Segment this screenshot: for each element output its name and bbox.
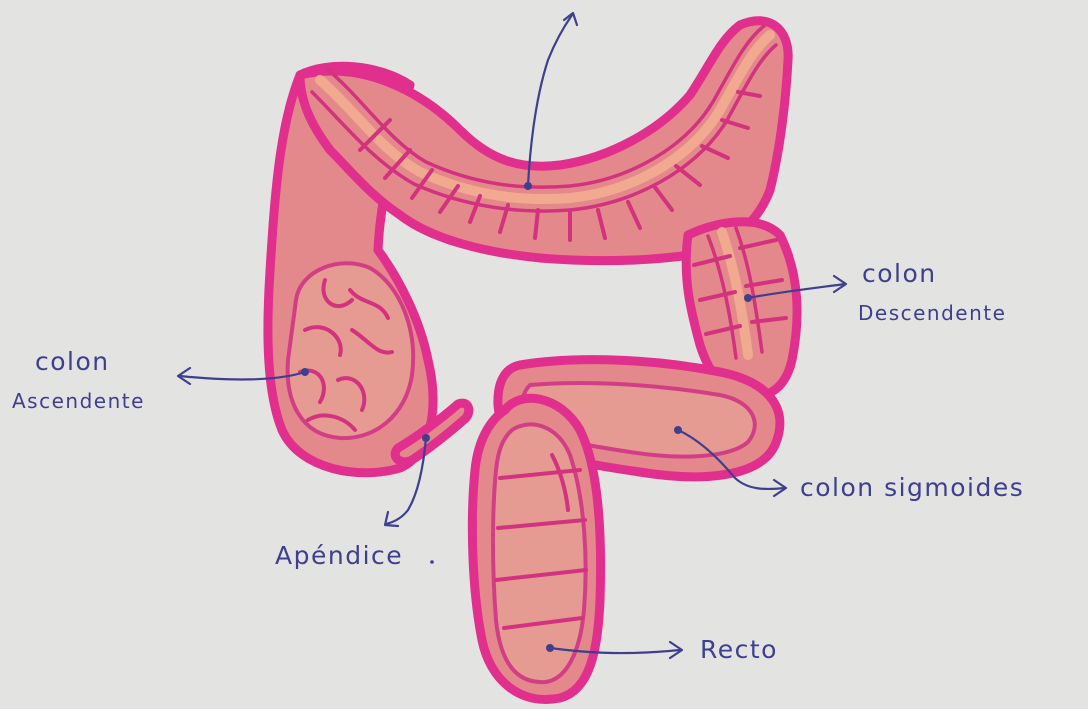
descending-label-1: colon (862, 259, 937, 288)
rectum-label: Recto (700, 635, 778, 664)
ascending-label-1: colon (35, 347, 110, 376)
ascending-label-2: Ascendente (12, 389, 145, 413)
appendix-label: Apéndice (275, 541, 403, 570)
descending-label-2: Descendente (858, 301, 1006, 325)
colon-body (268, 21, 797, 700)
sigmoid-label: colon sigmoides (800, 473, 1024, 502)
rectum-inner (493, 424, 586, 682)
